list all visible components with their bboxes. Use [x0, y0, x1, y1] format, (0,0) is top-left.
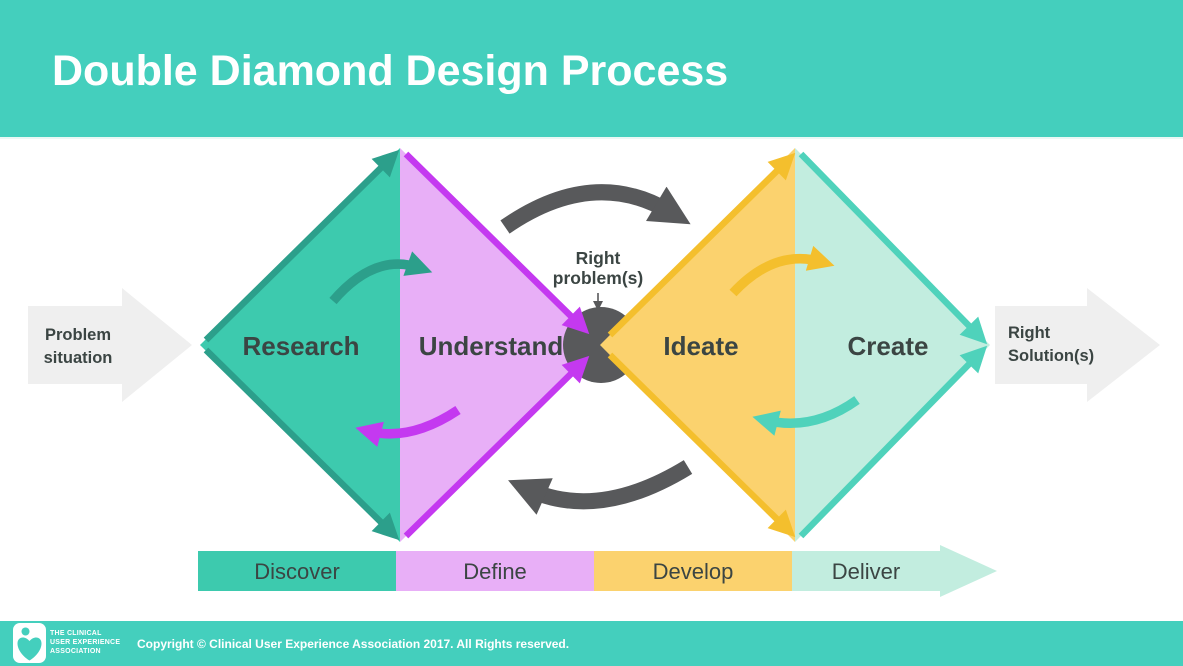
ideate-top-edge-arrow: [607, 152, 796, 338]
understand-half: [400, 148, 600, 542]
phase-discover-segment: [198, 551, 396, 591]
phase-bar-arrowhead: [940, 545, 997, 597]
phase-deliver-segment: [792, 551, 940, 591]
create-bottom-edge-arrow: [798, 345, 988, 539]
understand-label: Understand: [419, 331, 563, 361]
phase-develop-label: Develop: [653, 559, 734, 584]
understand-bottom-edge-arrow: [403, 355, 590, 539]
phase-define-label: Define: [463, 559, 527, 584]
cuxa-logo-text-line3: ASSOCIATION: [50, 648, 101, 655]
understand-iteration-arrow: [355, 406, 461, 447]
phase-discover-label: Discover: [254, 559, 340, 584]
right-solutions-arrow: [995, 288, 1160, 402]
create-half: [795, 148, 990, 542]
right-problem-label-line1: Right: [576, 248, 621, 268]
understand-top-edge-arrow: [403, 151, 590, 335]
right-problem-label-line2: problem(s): [553, 268, 643, 288]
right-solutions-label-line1: Right: [1008, 324, 1051, 342]
create-label: Create: [848, 331, 929, 361]
header-divider: [0, 137, 1183, 139]
ideate-label: Ideate: [663, 331, 738, 361]
ideate-bottom-edge-arrow: [607, 352, 796, 538]
problem-situation-label-line1: Problem: [45, 326, 111, 344]
research-half: [200, 148, 400, 542]
cuxa-logo-head: [21, 627, 30, 636]
ideate-iteration-arrow: [729, 245, 835, 297]
research-label: Research: [242, 331, 359, 361]
create-iteration-arrow: [752, 396, 860, 436]
cuxa-logo-text-line2: USER EXPERIENCE: [50, 639, 120, 646]
research-top-edge-arrow: [203, 149, 400, 343]
copyright-text: Copyright © Clinical User Experience Ass…: [137, 637, 569, 651]
phase-bar: Discover Define Develop Deliver: [198, 545, 997, 597]
phase-deliver-label: Deliver: [832, 559, 900, 584]
create-top-edge-arrow: [798, 151, 988, 345]
footer-band: [0, 621, 1183, 666]
ideate-half: [600, 148, 795, 542]
header-band: [0, 0, 1183, 137]
cuxa-logo-text-line1: THE CLINICAL: [50, 630, 102, 637]
page-title: Double Diamond Design Process: [52, 47, 728, 95]
right-solutions-label-line2: Solution(s): [1008, 347, 1094, 365]
research-bottom-edge-arrow: [203, 347, 400, 541]
phase-develop-segment: [594, 551, 792, 591]
problem-situation-arrow: [28, 288, 192, 402]
research-iteration-arrow: [329, 251, 433, 305]
problem-situation-label-line2: situation: [44, 349, 113, 367]
cuxa-logo: THE CLINICAL USER EXPERIENCE ASSOCIATION: [13, 623, 120, 663]
bottom-loop-arrow: [508, 460, 693, 515]
phase-define-segment: [396, 551, 594, 591]
cuxa-logo-figure: [17, 637, 42, 661]
top-loop-arrow: [500, 184, 691, 234]
